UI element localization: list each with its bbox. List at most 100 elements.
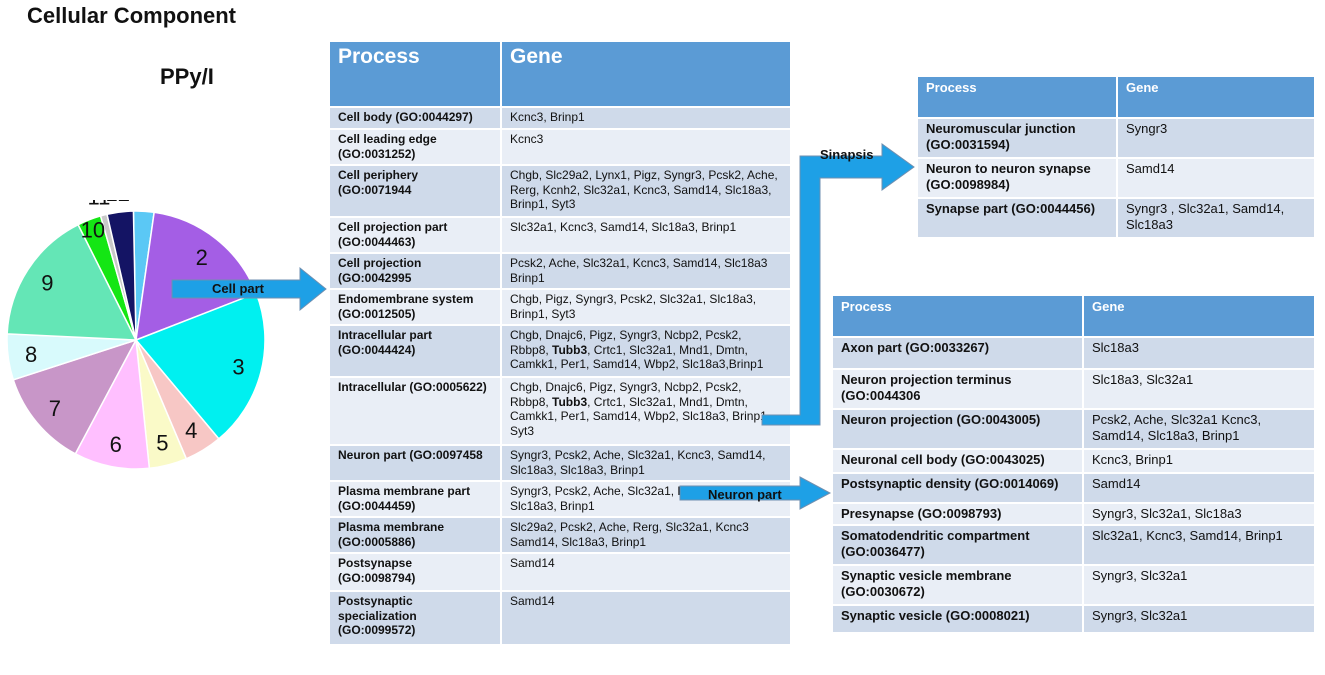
pie-label-10: 10 xyxy=(81,217,105,242)
sinapsis-label: Sinapsis xyxy=(820,147,874,162)
gene-text: , Crtc1, Slc32a1, Mnd1, Dmtn, Camkk1, Pe… xyxy=(510,394,771,438)
table-row: Neuromuscular junction (GO:0031594) Syng… xyxy=(918,119,1316,157)
gene-cell: Chgb, Dnajc6, Pigz, Syngr3, Ncbp2, Pcsk2… xyxy=(502,378,792,444)
table-row: Neuronal cell body (GO:0043025) Kcnc3, B… xyxy=(833,450,1316,472)
pie-slice-12 xyxy=(106,210,137,341)
gene-cell: Chgb, Dnajc6, Pigz, Syngr3, Ncbp2, Pcsk2… xyxy=(502,326,792,376)
table-row: Synaptic vesicle (GO:0008021) Syngr3, Sl… xyxy=(833,606,1316,632)
table-row: Neuron projection terminus (GO:0044306 S… xyxy=(833,370,1316,408)
pie-label-11: 11 xyxy=(88,200,111,209)
table-row: Somatodendritic compartment (GO:0036477)… xyxy=(833,526,1316,564)
gene-highlight: Tubb3 xyxy=(552,342,588,357)
pie-label-6: 6 xyxy=(110,432,122,457)
table-row: Neuron projection (GO:0043005) Pcsk2, Ac… xyxy=(833,410,1316,448)
header-process: Process xyxy=(330,42,502,106)
process-cell: Neuron projection (GO:0043005) xyxy=(833,410,1084,448)
process-cell: Neuronal cell body (GO:0043025) xyxy=(833,450,1084,472)
gene-cell: Syngr3 xyxy=(1118,119,1316,157)
gene-text: Chgb, Dnajc6, Pigz, Syngr3, Ncbp2, Pcsk2… xyxy=(510,328,742,357)
gene-cell: Kcnc3, Brinp1 xyxy=(502,108,792,128)
gene-cell: Slc32a1, Kcnc3, Samd14, Slc18a3, Brinp1 xyxy=(502,218,792,252)
table-row: Postsynapse (GO:0098794) Samd14 xyxy=(330,554,792,590)
process-cell: Endomembrane system (GO:0012505) xyxy=(330,290,502,324)
synapse-table: Process Gene Neuromuscular junction (GO:… xyxy=(918,75,1316,239)
table-row: Postsynaptic density (GO:0014069) Samd14 xyxy=(833,474,1316,502)
process-cell: Synaptic vesicle (GO:0008021) xyxy=(833,606,1084,632)
header-process: Process xyxy=(918,77,1118,117)
gene-cell: Slc32a1, Kcnc3, Samd14, Brinp1 xyxy=(1084,526,1316,564)
pie-label-5: 5 xyxy=(156,430,168,455)
table-row: Intracellular part (GO:0044424) Chgb, Dn… xyxy=(330,326,792,376)
process-cell: Postsynaptic specialization (GO:0099572) xyxy=(330,592,502,644)
process-cell: Neuromuscular junction (GO:0031594) xyxy=(918,119,1118,157)
pie-slice-7 xyxy=(12,338,138,455)
neuron-part-label: Neuron part xyxy=(708,487,782,502)
gene-cell: Pcsk2, Ache, Slc32a1, Kcnc3, Samd14, Slc… xyxy=(502,254,792,288)
gene-cell: Syngr3, Slc32a1, Slc18a3 xyxy=(1084,504,1316,524)
neuron-part-table: Process Gene Axon part (GO:0033267) Slc1… xyxy=(833,294,1316,634)
cell-part-label: Cell part xyxy=(212,281,265,296)
gene-cell: Syngr3, Pcsk2, Ache, Slc32a1, Kcnc3, Sam… xyxy=(502,446,792,480)
gene-cell: Pcsk2, Ache, Slc32a1 Kcnc3, Samd14, Slc1… xyxy=(1084,410,1316,448)
process-cell: Cell projection part (GO:0044463) xyxy=(330,218,502,252)
process-cell: Somatodendritic compartment (GO:0036477) xyxy=(833,526,1084,564)
process-cell: Plasma membrane (GO:0005886) xyxy=(330,518,502,552)
pie-label-7: 7 xyxy=(49,396,61,421)
page-title: Cellular Component xyxy=(27,3,237,28)
gene-cell: Samd14 xyxy=(502,554,792,590)
process-cell: Synaptic vesicle membrane (GO:0030672) xyxy=(833,566,1084,604)
table-row: Postsynaptic specialization (GO:0099572)… xyxy=(330,592,792,644)
header-gene: Gene xyxy=(502,42,792,106)
gene-text: , Crtc1, Slc32a1, Mnd1, Dmtn, Camkk1, Pe… xyxy=(510,342,764,372)
table-row: Cell periphery (GO:0071944 Chgb, Slc29a2… xyxy=(330,166,792,216)
process-cell: Cell body (GO:0044297) xyxy=(330,108,502,128)
process-cell: Intracellular (GO:0005622) xyxy=(330,378,502,444)
table-row: Plasma membrane (GO:0005886) Slc29a2, Pc… xyxy=(330,518,792,552)
gene-text: Chgb, Dnajc6, Pigz, Syngr3, Ncbp2, Pcsk2… xyxy=(510,380,742,409)
table-row: Cell projection part (GO:0044463) Slc32a… xyxy=(330,218,792,252)
pie-label-12: 12 xyxy=(106,200,130,206)
table-row: Neuron to neuron synapse (GO:0098984) Sa… xyxy=(918,159,1316,197)
gene-cell: Slc18a3 xyxy=(1084,338,1316,368)
pie-title: PPy/I xyxy=(160,64,214,89)
gene-cell: Kcnc3 xyxy=(502,130,792,164)
process-cell: Neuron projection terminus (GO:0044306 xyxy=(833,370,1084,408)
pie-label-8: 8 xyxy=(25,342,37,367)
process-cell: Neuron part (GO:0097458 xyxy=(330,446,502,480)
process-cell: Postsynaptic density (GO:0014069) xyxy=(833,474,1084,502)
process-cell: Presynapse (GO:0098793) xyxy=(833,504,1084,524)
process-cell: Postsynapse (GO:0098794) xyxy=(330,554,502,590)
pie-slice-9 xyxy=(6,223,138,341)
header-process: Process xyxy=(833,296,1084,336)
table-row: Presynapse (GO:0098793) Syngr3, Slc32a1,… xyxy=(833,504,1316,524)
table-row: Endomembrane system (GO:0012505) Chgb, P… xyxy=(330,290,792,324)
gene-cell: Slc18a3, Slc32a1 xyxy=(1084,370,1316,408)
pie-label-2: 2 xyxy=(196,245,208,270)
gene-cell: Samd14 xyxy=(502,592,792,644)
table-row: Synaptic vesicle membrane (GO:0030672) S… xyxy=(833,566,1316,604)
gene-cell: Chgb, Pigz, Syngr3, Pcsk2, Slc32a1, Slc1… xyxy=(502,290,792,324)
gene-cell: Syngr3 , Slc32a1, Samd14, Slc18a3 xyxy=(1118,199,1316,237)
gene-cell: Syngr3, Slc32a1 xyxy=(1084,606,1316,632)
pie-chart: 123456789101112 xyxy=(6,200,266,470)
gene-highlight: Tubb3 xyxy=(552,394,588,409)
table-row: Cell leading edge (GO:0031252) Kcnc3 xyxy=(330,130,792,164)
process-cell: Cell periphery (GO:0071944 xyxy=(330,166,502,216)
process-cell: Axon part (GO:0033267) xyxy=(833,338,1084,368)
header-gene: Gene xyxy=(1084,296,1316,336)
gene-cell: Chgb, Slc29a2, Lynx1, Pigz, Syngr3, Pcsk… xyxy=(502,166,792,216)
process-cell: Cell leading edge (GO:0031252) xyxy=(330,130,502,164)
process-cell: Neuron to neuron synapse (GO:0098984) xyxy=(918,159,1118,197)
process-cell: Cell projection (GO:0042995 xyxy=(330,254,502,288)
pie-label-4: 4 xyxy=(185,418,197,443)
table-row: Axon part (GO:0033267) Slc18a3 xyxy=(833,338,1316,368)
table-row: Cell body (GO:0044297) Kcnc3, Brinp1 xyxy=(330,108,792,128)
table-row: Cell projection (GO:0042995 Pcsk2, Ache,… xyxy=(330,254,792,288)
process-cell: Synapse part (GO:0044456) xyxy=(918,199,1118,237)
gene-cell: Kcnc3, Brinp1 xyxy=(1084,450,1316,472)
process-cell: Plasma membrane part (GO:0044459) xyxy=(330,482,502,516)
gene-cell: Samd14 xyxy=(1084,474,1316,502)
pie-slice-6 xyxy=(74,337,151,470)
main-process-table: Process Gene Cell body (GO:0044297) Kcnc… xyxy=(330,40,792,646)
process-cell: Intracellular part (GO:0044424) xyxy=(330,326,502,376)
